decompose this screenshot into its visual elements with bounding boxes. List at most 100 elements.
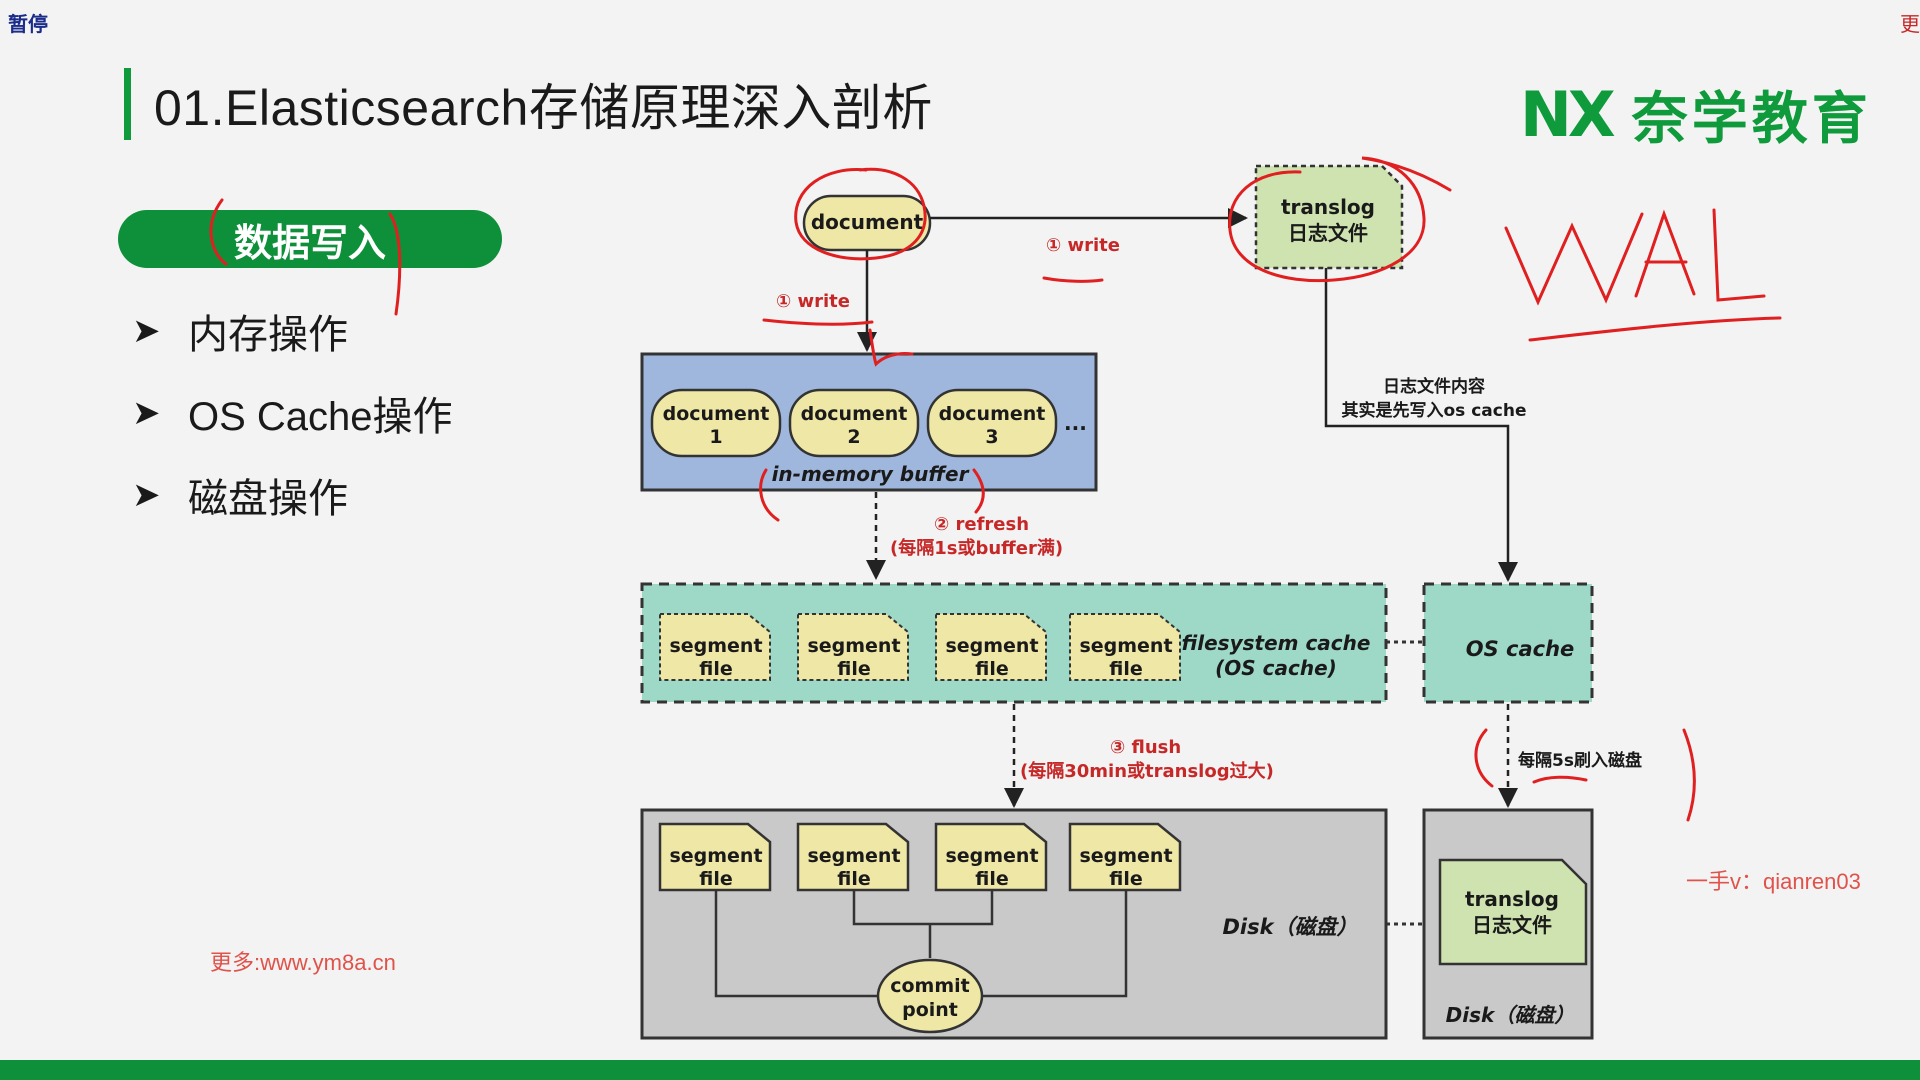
annotation-arrow-mark [868, 328, 914, 367]
bullet-item: ➤ 磁盘操作 [132, 454, 453, 536]
annotation-paren-left [209, 198, 228, 266]
svg-text:file: file [975, 868, 1008, 890]
fs-cache-label-1: filesystem cache [1182, 631, 1371, 655]
bottom-bar [0, 1060, 1920, 1080]
arrow-bullet-icon: ➤ [132, 394, 161, 432]
write-label-buffer: ① write [776, 291, 850, 312]
svg-text:segment: segment [807, 635, 900, 657]
disk-segment-3: segment file [934, 822, 1048, 892]
commit-point-label-1: commit [890, 975, 970, 997]
disk-segment-2: segment file [796, 822, 910, 892]
translog-disk-label-1: translog [1465, 887, 1559, 911]
translog-disk-label-2: 日志文件 [1472, 913, 1552, 937]
annotation-paren-buffer-right [972, 468, 985, 514]
svg-text:segment: segment [1079, 845, 1172, 867]
edge-label: 更 [1900, 12, 1920, 36]
buffer-document-3: document 3 [926, 388, 1058, 458]
annotation-paren-flush-right [1682, 728, 1696, 822]
svg-text:segment: segment [1079, 635, 1172, 657]
annotation-wal-underline [1528, 316, 1782, 342]
svg-text:1: 1 [709, 426, 722, 448]
svg-text:file: file [1109, 658, 1142, 680]
bullet-text: 磁盘操作 [188, 477, 348, 521]
watermark-text: 更多:www.ym8a.cn [210, 950, 396, 975]
translog-disk-file [1438, 858, 1588, 966]
annotation-wal-a [1634, 209, 1696, 298]
cache-segment-4: segment file [1069, 613, 1181, 681]
svg-text:segment: segment [945, 635, 1038, 657]
title-accent-bar [124, 68, 131, 140]
annotation-underline-flush [1532, 775, 1588, 784]
translog-label-1: translog [1281, 195, 1375, 219]
flush-label-1: ③ flush [1110, 737, 1181, 758]
commit-point-label-2: point [902, 999, 958, 1021]
brand-logo: NX 奈学教育 [1520, 74, 1872, 155]
svg-text:segment: segment [945, 845, 1038, 867]
paused-indicator[interactable]: 暂停 [8, 12, 48, 36]
commit-point-node [876, 958, 984, 1034]
buffer-ellipsis: ... [1064, 411, 1087, 435]
logo-mark: NX [1520, 78, 1616, 151]
svg-text:segment: segment [669, 845, 762, 867]
translog-note-2: 其实是先写入os cache [1342, 400, 1527, 421]
svg-text:2: 2 [847, 426, 860, 448]
annotation-paren-flush-left [1474, 728, 1494, 788]
svg-text:segment: segment [807, 845, 900, 867]
svg-text:3: 3 [985, 426, 998, 448]
translog-label-2: 日志文件 [1288, 221, 1368, 245]
fs-cache-label-2: (OS cache) [1215, 656, 1337, 680]
arrow-bullet-icon: ➤ [132, 312, 161, 350]
translog-file-node [1254, 164, 1404, 270]
svg-text:document: document [939, 403, 1046, 425]
svg-text:file: file [699, 868, 732, 890]
svg-text:file: file [699, 658, 732, 680]
svg-text:file: file [1109, 868, 1142, 890]
commit-connectors [714, 890, 1128, 998]
slide-title: 01.Elasticsearch存储原理深入剖析 [154, 80, 933, 136]
write-label-translog: ① write [1046, 235, 1120, 256]
buffer-document-1: document 1 [650, 388, 782, 458]
document-label: document [811, 210, 924, 234]
cache-segment-1: segment file [659, 613, 771, 681]
buffer-document-2: document 2 [788, 388, 920, 458]
disk-main-label: Disk（磁盘） [1222, 915, 1357, 939]
flush-label-2: (每隔30min或translog过大) [1020, 760, 1274, 782]
os-flush-note: 每隔5s刷入磁盘 [1518, 750, 1642, 771]
cache-segment-3: segment file [935, 613, 1047, 681]
disk-segment-1: segment file [658, 822, 772, 892]
svg-text:document: document [663, 403, 770, 425]
annotation-wal-w [1504, 212, 1644, 306]
translog-note-1: 日志文件内容 [1383, 376, 1485, 397]
arrow-bullet-icon: ➤ [132, 476, 161, 514]
disk-small-label: Disk（磁盘） [1446, 1003, 1575, 1027]
logo-text: 奈学教育 [1631, 87, 1872, 152]
bullet-text: OS Cache操作 [188, 395, 453, 439]
svg-text:file: file [837, 658, 870, 680]
bullet-text: 内存操作 [188, 313, 348, 357]
svg-text:file: file [975, 658, 1008, 680]
bullet-list: ➤ 内存操作 ➤ OS Cache操作 ➤ 磁盘操作 [132, 290, 453, 536]
handwritten-annotations [209, 156, 1782, 822]
bullet-item: ➤ 内存操作 [132, 290, 453, 372]
translog-to-oscache-arrow [1324, 268, 1518, 582]
svg-text:file: file [837, 868, 870, 890]
refresh-label-2: (每隔1s或buffer满) [890, 537, 1063, 559]
section-pill: 数据写入 [118, 210, 502, 268]
os-cache-label: OS cache [1466, 637, 1575, 661]
bullet-item: ➤ OS Cache操作 [132, 372, 453, 454]
annotation-paren-buffer-left [759, 468, 780, 522]
annotation-circle-translog [1228, 156, 1452, 283]
cache-segment-2: segment file [797, 613, 909, 681]
contact-text: 一手v：qianren03 [1686, 869, 1861, 894]
refresh-label-1: ② refresh [934, 514, 1029, 535]
svg-text:document: document [801, 403, 908, 425]
svg-text:segment: segment [669, 635, 762, 657]
annotation-wal-l [1712, 208, 1766, 302]
buffer-label: in-memory buffer [772, 462, 970, 486]
os-cache-box [1422, 582, 1594, 704]
annotation-circle-document [794, 167, 927, 261]
disk-segment-4: segment file [1068, 822, 1182, 892]
annotation-paren-right [388, 212, 402, 316]
